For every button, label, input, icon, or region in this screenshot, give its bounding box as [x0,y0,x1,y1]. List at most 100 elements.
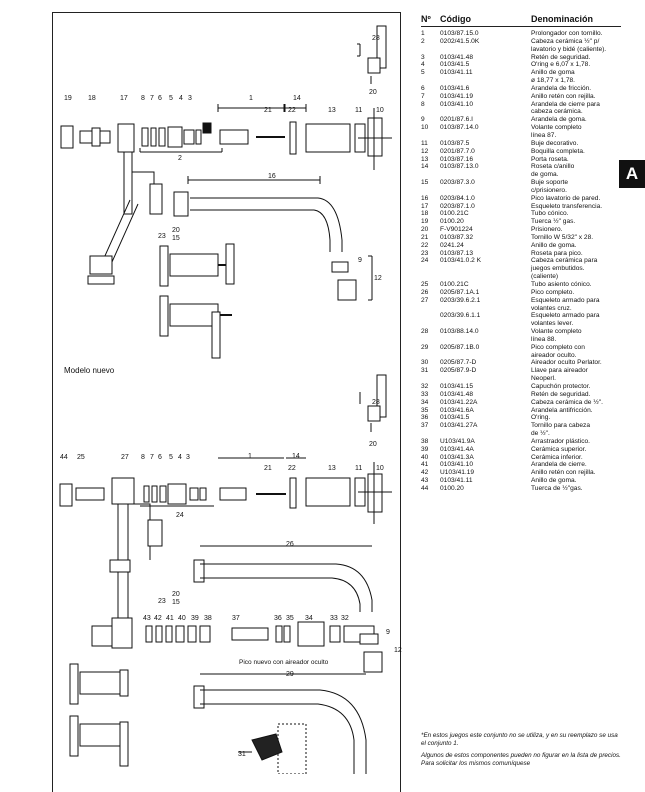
part-code: 0203/84.1.0 [440,194,475,202]
part-code: 0203/87.1.0 [440,202,475,210]
table-row: 25 0100.21C Tubo asiento cónico. [421,281,621,289]
part-num: 40 [421,453,429,461]
part-code: 0241.24 [440,241,464,249]
part-desc: Tuerca de ½"gas. [531,484,583,492]
part-code: 0103/87.16 [440,155,474,163]
part-num: 42 [421,469,429,477]
part-desc: Pico completo con aireador oculto. [531,343,585,359]
callout-10: 10 [376,107,384,114]
callout-39: 39 [191,615,199,622]
callout-21: 21 [264,107,272,114]
part-code: 0100.21C [440,281,469,288]
callout-13: 13 [328,107,336,114]
callout-9: 9 [358,257,362,264]
callout-35: 35 [286,615,294,622]
part-num: 38 [421,437,429,445]
diagram-frame [52,12,401,792]
part-code: 0201/87.7.0 [440,147,475,155]
part-desc: Arandela de fricción. [531,84,592,92]
part-desc: Cabeza cerámica de ½". [531,398,603,406]
part-desc: Pico completo. [531,288,575,296]
part-num: 29 [421,343,429,351]
callout-14: 14 [293,95,301,102]
footnote-1: *En estos juegos este conjunto no se uti… [421,732,618,747]
callout-5: 5 [169,95,173,102]
table-row: 33 0103/41.48 Retén de seguridad. [421,391,621,399]
part-num: 28 [421,328,429,336]
part-code: 0103/41.10 [440,100,474,108]
part-num: 33 [421,390,429,398]
part-num: 37 [421,422,429,430]
part-code: 0103/41.48 [440,390,474,398]
callout-8: 8 [141,95,145,102]
callout-20b: 20 [172,227,180,234]
part-code: 0103/87.13.0 [440,163,479,171]
callout-18: 18 [88,95,96,102]
part-num: 43 [421,477,429,485]
callout-15b: 15 [172,599,180,606]
part-num: 21 [421,233,429,241]
part-code: 0103/41.0.2 K [440,257,482,265]
callout-23b: 23 [158,598,166,605]
part-num: 2 [421,37,425,45]
part-desc: Boquilla completa. [531,147,585,155]
part-num: 18 [421,210,429,218]
header-num: Nº [421,14,431,24]
header-code: Código [440,14,471,24]
callout-7: 7 [150,95,154,102]
part-desc: Retén de seguridad. [531,53,591,61]
callout-6b: 6 [158,454,162,461]
callout-22b: 22 [288,465,296,472]
part-num: 27 [421,296,429,304]
callout-11: 11 [355,107,362,114]
part-code: 0103/41.19 [440,92,474,100]
part-desc: Retén de seguridad. [531,390,591,398]
part-code: 0103/41.5 [440,61,470,69]
callout-6: 6 [158,95,162,102]
part-desc: Tornillo para cabeza de ½". [531,422,591,438]
callout-33: 33 [330,615,338,622]
part-code: 0103/41.3A [440,453,474,461]
callout-25: 25 [77,454,85,461]
part-num: 25 [421,281,429,288]
callout-3: 3 [188,95,192,102]
part-desc: Volante completo línea 88. [531,328,582,343]
part-code: 0203/87.3.0 [440,179,475,187]
part-desc: Cabeza cerámica ½" p/ lavatorio y bidé (… [531,37,607,53]
callout-21b: 21 [264,465,272,472]
part-desc: Tubo asiento cónico. [531,281,592,288]
part-num: 35 [421,406,429,414]
part-desc: Esqueleto armado para volantes lever. [531,312,600,328]
part-code: 0205/87.9-D [440,367,477,375]
callout-13b: 13 [328,465,336,472]
header-desc: Denominación [531,14,594,24]
callout-44: 44 [60,454,68,461]
part-desc: Capuchón protector. [531,382,591,390]
part-num: 34 [421,398,429,406]
part-num: 26 [421,288,429,296]
part-num: 10 [421,124,429,132]
